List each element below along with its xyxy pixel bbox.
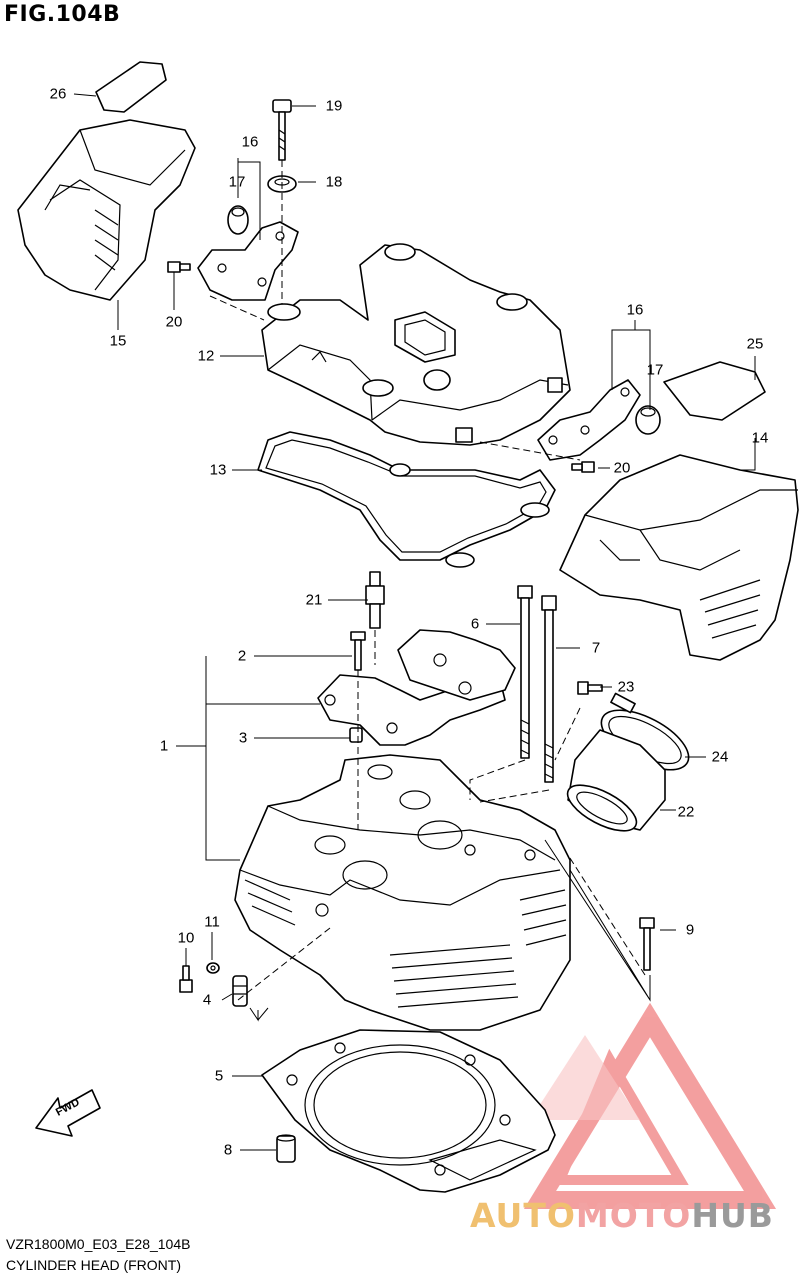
part-25-pad xyxy=(663,361,766,421)
part-16-bracket-b xyxy=(537,379,641,461)
part-24-clamp xyxy=(600,692,690,771)
callout-2: 2 xyxy=(237,647,247,665)
callout-3: 3 xyxy=(238,729,248,747)
callout-10: 10 xyxy=(177,929,195,947)
callout-22: 22 xyxy=(677,803,695,821)
callout-4: 4 xyxy=(202,991,212,1009)
callout-24: 24 xyxy=(711,748,729,766)
part-5-head-gasket xyxy=(261,1029,556,1193)
callout-23: 23 xyxy=(617,678,635,696)
callout-21: 21 xyxy=(305,591,323,609)
part-15-cover-left xyxy=(17,119,196,301)
watermark-auto: AUTO xyxy=(470,1196,576,1235)
callout-17: 17 xyxy=(228,173,246,191)
watermark-hub: HUB xyxy=(691,1196,774,1235)
part-12-cylinder-head-cover xyxy=(261,243,571,446)
part-17-damper-b xyxy=(635,405,661,435)
part-21-spark-plug xyxy=(365,571,385,629)
part-6-bolt xyxy=(517,585,533,759)
callout-16: 16 xyxy=(241,133,259,151)
callout-18: 18 xyxy=(325,173,343,191)
callout-25: 25 xyxy=(746,335,764,353)
part-16-bracket-a xyxy=(197,221,299,301)
part-7-bolt xyxy=(541,595,557,783)
part-20-bolt-b xyxy=(571,461,595,473)
callout-16: 16 xyxy=(626,301,644,319)
figure-name: CYLINDER HEAD (FRONT) xyxy=(6,1257,182,1273)
fwd-arrow-icon xyxy=(35,1089,101,1137)
figure-title: FIG.104B xyxy=(4,2,121,27)
callout-20: 20 xyxy=(165,313,183,331)
callout-8: 8 xyxy=(223,1141,233,1159)
callout-15: 15 xyxy=(109,332,127,350)
part-11-washer xyxy=(206,962,220,974)
part-4-stud xyxy=(232,975,248,1007)
part-8-dowel xyxy=(276,1134,296,1163)
callout-20: 20 xyxy=(613,459,631,477)
assembly-guide-lines xyxy=(209,160,646,1001)
callout-9: 9 xyxy=(685,921,695,939)
callout-13: 13 xyxy=(209,461,227,479)
part-14-cover-right xyxy=(559,454,799,661)
watermark-logo-text: AUTOMOTOHUB xyxy=(470,1196,774,1235)
part-17-damper-a xyxy=(227,205,249,235)
callout-11: 11 xyxy=(204,913,220,931)
callout-17: 17 xyxy=(646,361,664,379)
watermark-logo-triangle xyxy=(523,1002,777,1209)
callout-26: 26 xyxy=(49,85,67,103)
cylinder-head-body xyxy=(234,754,571,1031)
part-19-bolt xyxy=(272,99,292,161)
part-23-screw xyxy=(577,681,603,695)
watermark-moto: MOTO xyxy=(575,1196,692,1235)
part-20-bolt-a xyxy=(167,261,191,273)
callout-1: 1 xyxy=(159,737,169,755)
callout-6: 6 xyxy=(470,615,480,633)
callout-12: 12 xyxy=(197,347,215,365)
part-9-bolt xyxy=(639,917,655,971)
callout-14: 14 xyxy=(751,429,769,447)
figure-code: VZR1800M0_E03_E28_104B xyxy=(6,1236,191,1252)
callout-5: 5 xyxy=(214,1067,224,1085)
callout-19: 19 xyxy=(325,97,343,115)
part-13-gasket xyxy=(257,431,556,568)
part-10-bolt xyxy=(179,965,193,993)
part-26-pad xyxy=(95,61,167,113)
part-1-camshaft-holder xyxy=(317,629,516,746)
callout-7: 7 xyxy=(591,639,601,657)
part-3-dowel-pin xyxy=(349,727,363,743)
part-2-bolt xyxy=(350,631,366,671)
part-22-intake-pipe xyxy=(566,729,666,832)
leader-lines xyxy=(73,93,756,1151)
